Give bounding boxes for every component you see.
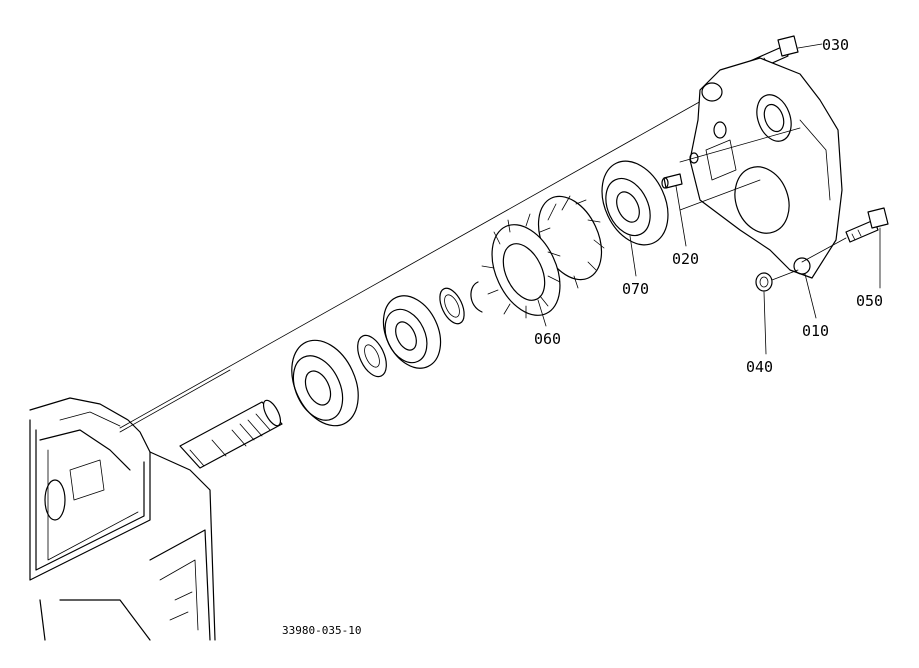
- label-040: 040: [746, 358, 773, 376]
- drawing-number: 33980-035-10: [282, 624, 361, 637]
- bearing-070: [601, 160, 669, 246]
- label-020: 020: [672, 250, 699, 268]
- middle-bearing: [382, 295, 442, 369]
- gear-060: [481, 195, 605, 319]
- shaft-bearing: [291, 339, 359, 427]
- label-070: 070: [622, 280, 649, 298]
- thrust-washer: [357, 334, 387, 378]
- bushing-040: [755, 269, 799, 292]
- transmission-case: [29, 397, 216, 641]
- shim-and-circlip: [439, 281, 483, 325]
- label-030: 030: [822, 36, 849, 54]
- leader-lines: [537, 43, 881, 355]
- label-050: 050: [856, 292, 883, 310]
- label-060: 060: [534, 330, 561, 348]
- splined-shaft: [179, 399, 283, 469]
- cover-plate-010: [679, 57, 843, 279]
- assembly-axis-line: [119, 95, 711, 433]
- bolt-050: [801, 207, 889, 263]
- dowel-pin-020: [661, 173, 683, 189]
- label-010: 010: [802, 322, 829, 340]
